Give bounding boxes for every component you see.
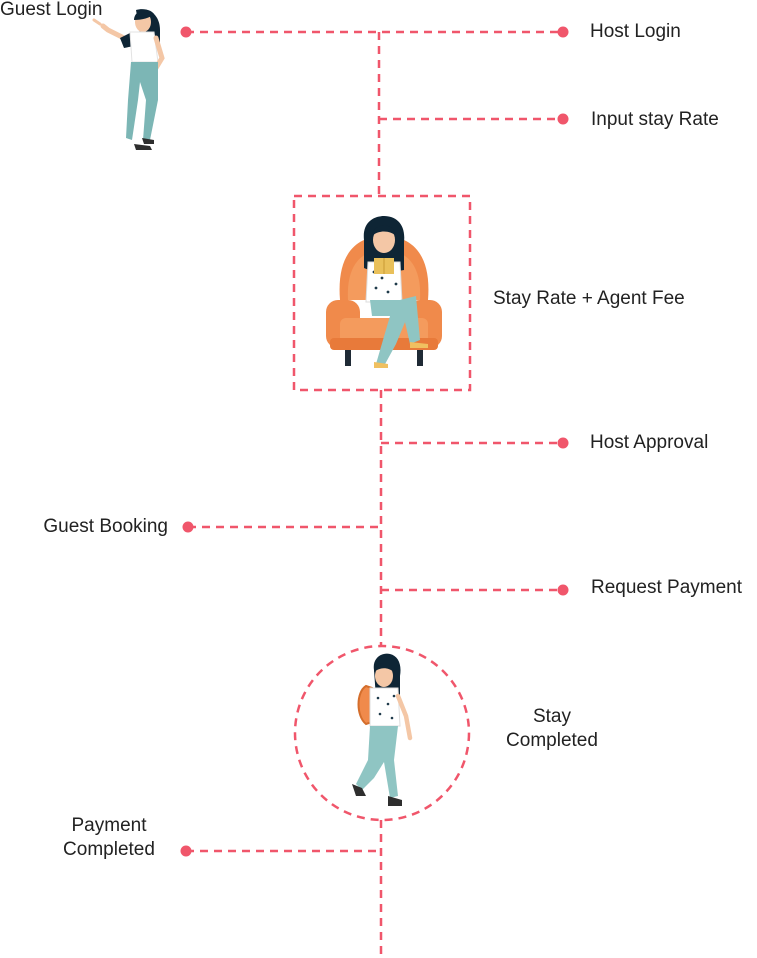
step-payment-completed-line2: Completed: [63, 839, 155, 860]
connector-dots: [180, 26, 569, 857]
dot-request-payment: [557, 584, 569, 596]
woman-reading-on-sofa-illustration: [326, 216, 442, 368]
step-payment-completed: Payment Completed: [40, 814, 178, 862]
step-guest-booking: Guest Booking: [43, 516, 168, 537]
step-stay-completed-line2: Completed: [506, 730, 598, 751]
woman-walking-with-backpack-illustration: [352, 653, 413, 806]
dot-host-approval: [557, 437, 569, 449]
step-stay-rate-agent-fee: Stay Rate + Agent Fee: [493, 288, 685, 309]
step-stay-completed: Stay Completed: [482, 705, 622, 753]
step-input-stay-rate: Input stay Rate: [591, 109, 719, 130]
dot-host-login: [557, 26, 569, 38]
dot-input-stay-rate: [557, 113, 569, 125]
stay-rate-frame: [292, 194, 472, 392]
step-guest-login: Guest Login: [0, 0, 103, 20]
woman-pointing-illustration: [92, 9, 165, 150]
dot-guest-booking: [182, 521, 194, 533]
dot-payment-completed: [180, 845, 192, 857]
step-host-approval: Host Approval: [590, 432, 709, 453]
step-host-login: Host Login: [590, 21, 681, 42]
step-stay-completed-line1: Stay: [532, 706, 572, 727]
dot-guest-login: [180, 26, 192, 38]
connector-lines: [186, 30, 563, 958]
stay-completed-frame: [293, 644, 471, 822]
step-payment-completed-line1: Payment: [71, 815, 147, 836]
step-request-payment: Request Payment: [591, 577, 743, 598]
